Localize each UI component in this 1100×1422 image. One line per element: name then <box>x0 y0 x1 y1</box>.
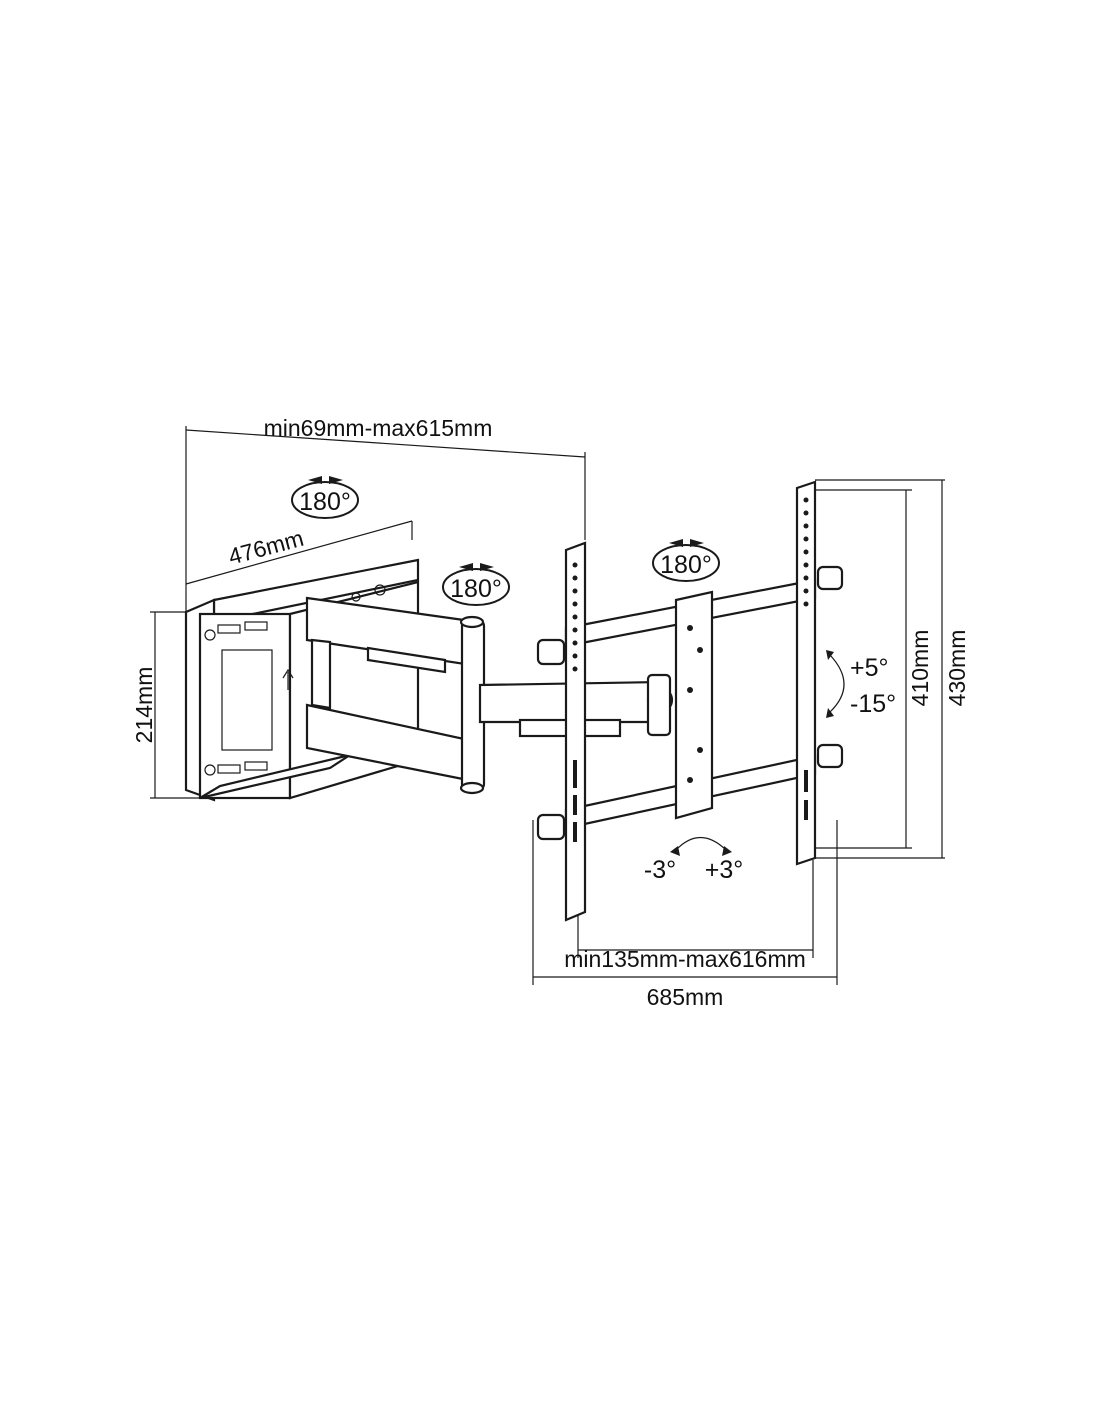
wall-pivot-rotation: 180° <box>291 476 359 519</box>
wall-pivot-angle: 180° <box>299 488 351 516</box>
level-right-label: +3° <box>705 856 744 884</box>
first-arm <box>305 596 486 795</box>
dimension-vesa-horizontal: min135mm-max616mm <box>564 860 814 972</box>
vesa-horizontal-label: min135mm-max616mm <box>564 946 806 972</box>
left-vertical-rail <box>536 541 587 922</box>
depth-range-label: min69mm-max615mm <box>264 415 493 441</box>
arm-pivot-rotation: 180° <box>442 563 510 606</box>
dimension-wall-plate-height: 214mm <box>131 611 210 799</box>
dimension-overall-width: 685mm <box>532 820 838 1010</box>
right-vertical-rail <box>795 480 844 866</box>
head-pivot-angle: 180° <box>660 551 712 579</box>
tilt-down-label: -15° <box>850 690 896 718</box>
level-adjust-indicator: -3° +3° <box>644 836 744 884</box>
dimension-depth-range: min69mm-max615mm <box>185 415 586 612</box>
arm-pivot-angle: 180° <box>450 575 502 603</box>
dimension-vesa-vertical: 410mm <box>815 489 933 849</box>
level-left-label: -3° <box>644 856 676 884</box>
tilt-indicator: +5° -15° <box>826 650 896 718</box>
wall-plate-height-label: 214mm <box>131 667 157 744</box>
overall-height-label: 430mm <box>944 630 970 707</box>
head-pivot-rotation: 180° <box>652 539 720 582</box>
vesa-bracket <box>564 578 817 830</box>
overall-width-label: 685mm <box>647 984 724 1010</box>
vesa-vertical-label: 410mm <box>907 630 933 707</box>
arm-length-label: 476mm <box>226 525 307 570</box>
tilt-up-label: +5° <box>850 654 889 682</box>
dimension-overall-height: 430mm <box>815 479 970 859</box>
